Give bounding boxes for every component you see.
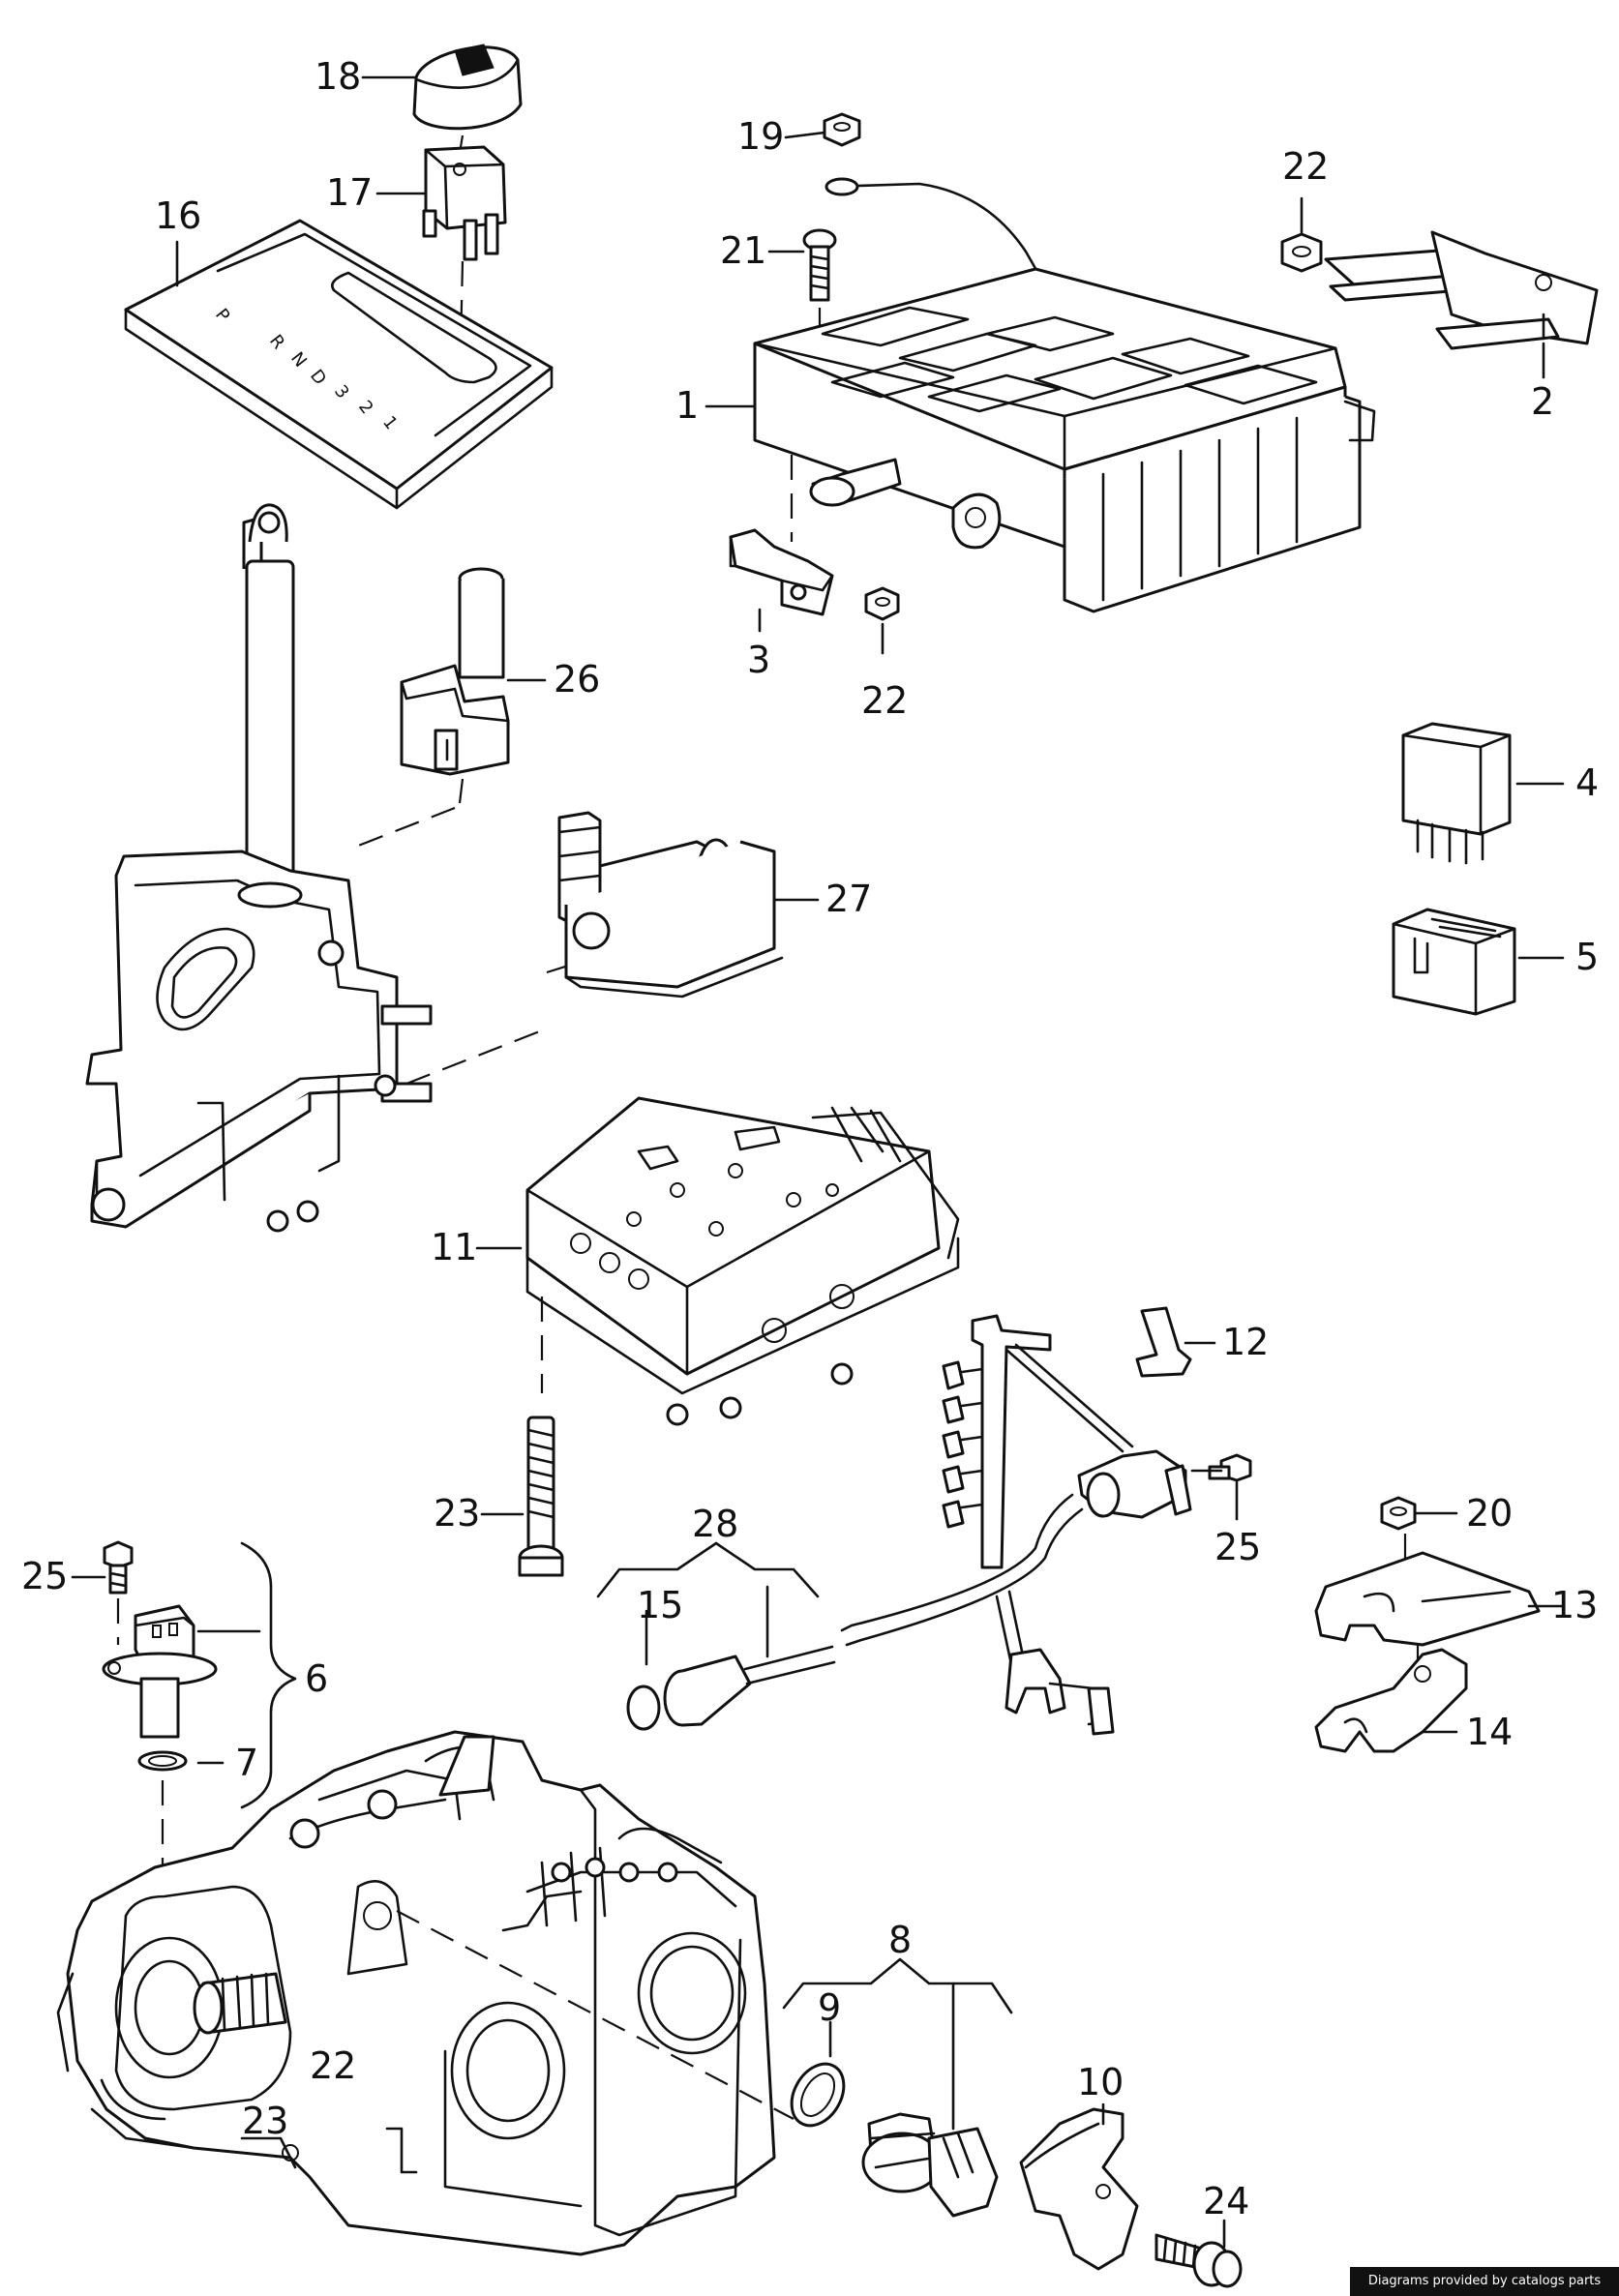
callout-22-middle: 22: [861, 679, 908, 722]
callout-6: 6: [305, 1657, 328, 1700]
bracket-3: [729, 528, 834, 616]
callout-22-top: 22: [1282, 145, 1329, 188]
callout-2: 2: [1531, 380, 1554, 423]
sensor-15: [626, 1645, 836, 1731]
sensor-8: [861, 2112, 999, 2218]
callout-22-bottom: 22: [310, 2044, 356, 2087]
callout-12: 12: [1222, 1321, 1269, 1363]
lever-14: [1314, 1648, 1468, 1753]
control-unit: [753, 267, 1376, 613]
callout-25-right: 25: [1214, 1526, 1261, 1568]
o-ring-9: [790, 2062, 846, 2128]
callout-20: 20: [1466, 1492, 1513, 1535]
callout-14: 14: [1466, 1711, 1513, 1753]
callout-13: 13: [1551, 1584, 1598, 1626]
nut-22-top: [1280, 196, 1323, 273]
valve-body-11: [525, 1096, 960, 1426]
callout-9: 9: [818, 1986, 841, 2029]
o-ring-7: [137, 1750, 188, 1772]
shift-lock-housing: [400, 567, 510, 776]
callout-1: 1: [675, 384, 699, 427]
relay-socket-5: [1392, 908, 1516, 1016]
lock-solenoid: [557, 811, 784, 999]
speed-sensor-6: [102, 1604, 218, 1739]
selector-switch: [422, 145, 507, 261]
callout-21: 21: [720, 229, 766, 272]
callout-5: 5: [1575, 936, 1599, 978]
bolt-24: [1154, 2233, 1243, 2288]
callout-3: 3: [747, 639, 770, 681]
screw-25-right: [1190, 1453, 1252, 1482]
selector-gate-cover: P R N D 3 2 1: [124, 219, 554, 510]
callout-19: 19: [737, 115, 784, 158]
selector-knob: [412, 44, 523, 131]
callout-18: 18: [315, 55, 361, 98]
clip-12: [1135, 1306, 1192, 1378]
callout-25-left: 25: [21, 1555, 68, 1597]
nut-20: [1380, 1496, 1417, 1531]
callout-24: 24: [1203, 2180, 1249, 2222]
bracket-28: [596, 1541, 820, 1598]
screw-21: [802, 228, 837, 302]
callout-8: 8: [888, 1919, 912, 1961]
plate-13: [1314, 1551, 1541, 1647]
callout-27: 27: [825, 878, 872, 920]
nut-22-middle: [864, 586, 900, 621]
callout-28: 28: [692, 1503, 738, 1545]
nut-19: [823, 112, 861, 147]
bracket-2: [1324, 230, 1599, 350]
callout-7: 7: [235, 1742, 258, 1784]
callout-11: 11: [431, 1226, 477, 1268]
bolt-23: [518, 1416, 564, 1577]
diagram-credit: Diagrams provided by catalogs parts: [1350, 2267, 1619, 2296]
callout-16: 16: [155, 194, 201, 237]
callout-4: 4: [1575, 761, 1599, 804]
callout-23-bottom: 23: [242, 2100, 288, 2142]
bracket-8: [782, 1957, 1013, 2014]
callout-26: 26: [554, 658, 600, 701]
ground-strap: [824, 177, 1047, 287]
fork-10: [1019, 2107, 1139, 2271]
wiring-harness: [840, 1314, 1192, 1736]
callout-15: 15: [637, 1584, 683, 1626]
screw-25-left: [103, 1540, 134, 1595]
callout-17: 17: [326, 171, 373, 214]
callout-10: 10: [1077, 2061, 1124, 2103]
selector-lever-housing: [85, 503, 433, 1233]
leader-19: [784, 131, 826, 139]
callout-23-middle: 23: [434, 1492, 480, 1535]
brace-6: [240, 1541, 297, 1809]
relay-4: [1401, 722, 1512, 865]
transmission-housing: [56, 1730, 776, 2256]
